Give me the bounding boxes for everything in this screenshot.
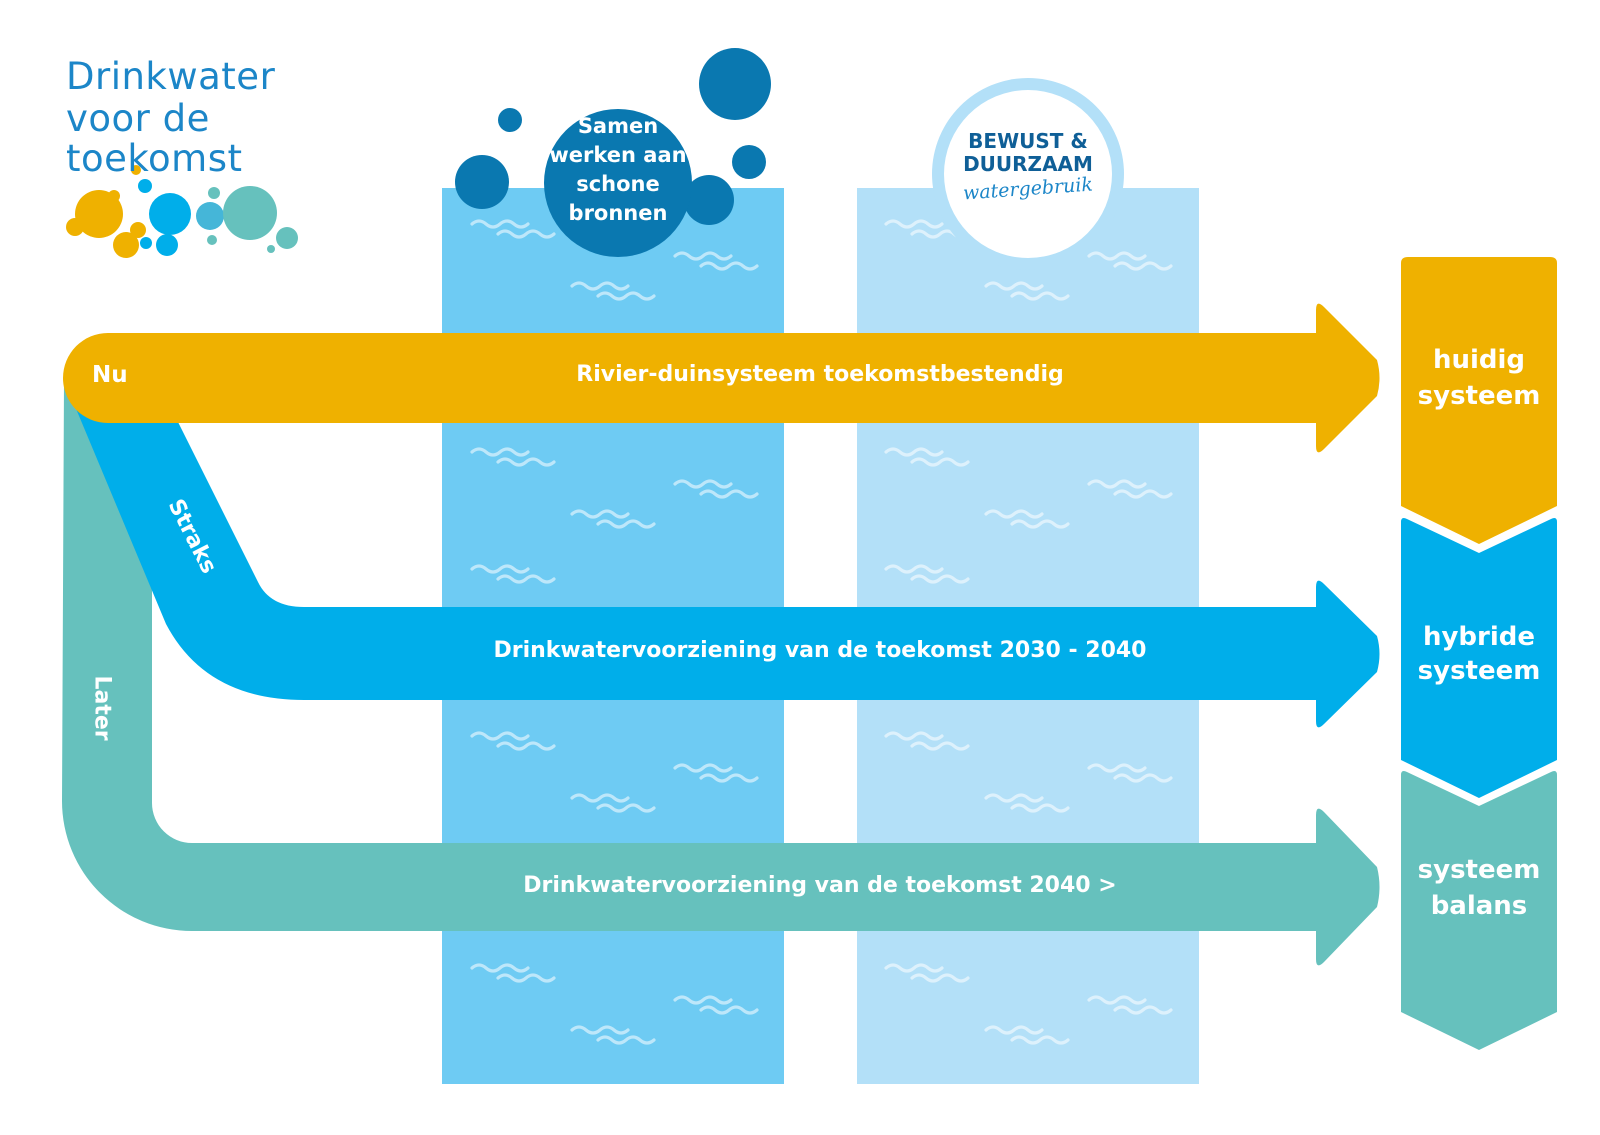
arrow-nu-start-label: Nu xyxy=(92,362,128,388)
arrow-later-start-label: Later xyxy=(89,675,115,741)
stage-hybride-label: hybride systeem xyxy=(1417,622,1541,686)
arrow-later-text: Drinkwatervoorziening van de toekomst 20… xyxy=(523,873,1117,898)
stage-hybride xyxy=(1401,518,1557,798)
logo-bubbles xyxy=(66,165,298,258)
samen-bubble xyxy=(544,109,692,257)
logo-text-line1: Drinkwater xyxy=(66,55,276,98)
logo-text-line3: toekomst xyxy=(66,137,243,180)
samen-bubble-label: Samen werken aan schone bronnen xyxy=(549,114,687,225)
arrow-straks xyxy=(64,380,1380,728)
stage-balans xyxy=(1401,771,1557,1050)
logo-text-line2: voor de xyxy=(66,97,210,140)
arrow-nu xyxy=(63,303,1380,453)
arrow-straks-text: Drinkwatervoorziening van de toekomst 20… xyxy=(493,638,1147,663)
stage-balans-label: systeem balans xyxy=(1417,855,1541,921)
stage-huidig xyxy=(1401,257,1557,544)
bewust-badge-label: BEWUST & DUURZAAM watergebruik xyxy=(962,129,1094,205)
stage-huidig-label: huidig systeem xyxy=(1417,345,1541,411)
arrow-nu-text: Rivier-duinsysteem toekomstbestendig xyxy=(576,362,1064,387)
arrow-later xyxy=(62,380,1380,966)
bubble-cluster xyxy=(455,48,771,257)
